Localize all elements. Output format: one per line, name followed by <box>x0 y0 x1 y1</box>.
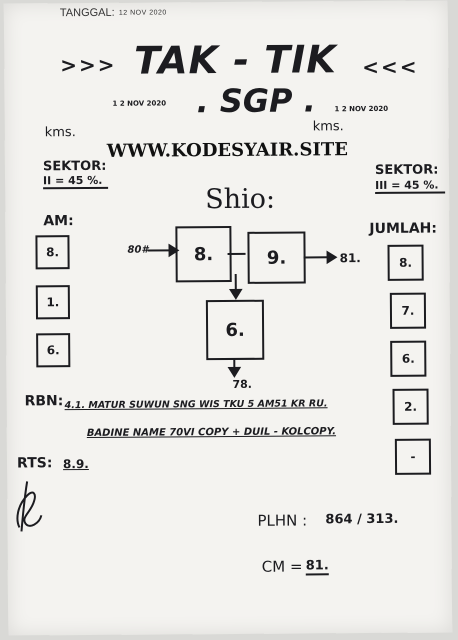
plhn-value: 864 / 313. <box>325 511 399 528</box>
rts-value: 8.9. <box>62 456 89 472</box>
shio-box-c-value: 6. <box>225 319 245 341</box>
rbn-line-2: BADINE NAME 70VI COPY + DUIL - KOLCOPY. <box>86 426 337 439</box>
paper-sheet: TANGGAL: 12 NOV 2020 >>> TAK - TIK <<< 1… <box>3 0 453 636</box>
cm-label: CM = <box>261 557 303 576</box>
shio-box-b-value: 9. <box>266 247 287 269</box>
shio-output-label: 81. <box>339 251 361 266</box>
arrow-right-icon <box>168 243 180 258</box>
rbn-label: RBN: <box>24 393 64 410</box>
shio-box-a-value: 8. <box>193 243 214 265</box>
shio-box-c: 6. <box>205 299 265 361</box>
arrow-right-icon <box>326 250 338 265</box>
shio-box-b: 9. <box>247 231 306 284</box>
signature-icon <box>16 481 43 532</box>
shio-input-label: 80# <box>127 244 149 256</box>
shio-box-a: 8. <box>175 225 232 283</box>
cm-value: 81. <box>305 558 329 576</box>
shio-bottom-label: 78. <box>232 377 253 391</box>
plhn-label: PLHN : <box>257 511 308 530</box>
arrow-down-icon <box>228 288 243 300</box>
shio-connectors <box>147 243 338 378</box>
arrow-down-icon <box>227 366 242 378</box>
rts-label: RTS: <box>16 455 53 472</box>
rbn-line-1: 4.1. MATUR SUWUN SNG WIS TKU 5 AM51 KR R… <box>64 398 328 412</box>
